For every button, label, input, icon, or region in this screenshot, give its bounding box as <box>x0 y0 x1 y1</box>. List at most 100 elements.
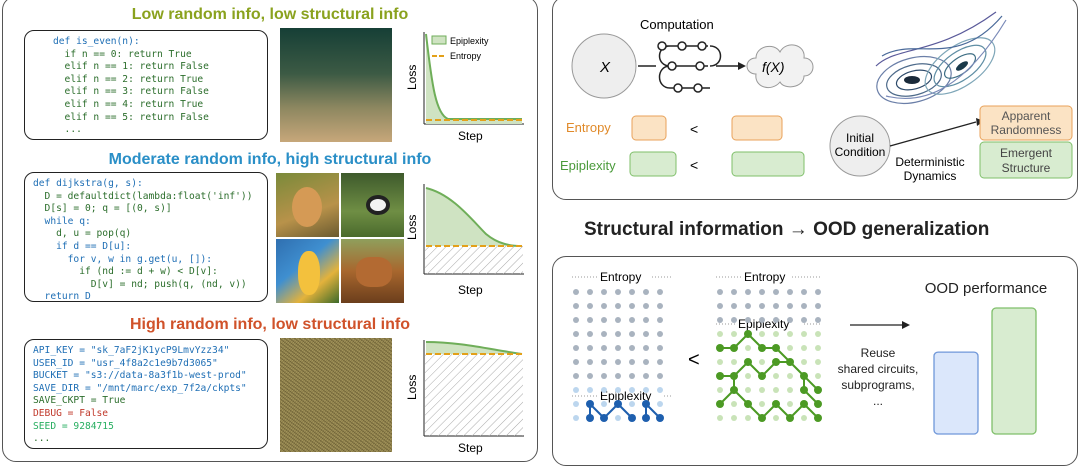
grid-dot <box>815 317 821 323</box>
grid-dot <box>657 345 663 351</box>
grid-dot <box>629 317 635 323</box>
grid-dot <box>717 415 723 421</box>
grid-dot <box>629 401 635 407</box>
grid-dot <box>657 387 663 393</box>
code-line: BUCKET = "s3://data-8a3f1b-west-prod" <box>33 370 247 382</box>
grid-dot <box>745 387 751 393</box>
grid-dot <box>601 345 607 351</box>
grid-dot <box>587 303 593 309</box>
grid-dot <box>573 373 579 379</box>
lorenz-attractor <box>875 11 1007 105</box>
code-line: ... <box>33 433 51 445</box>
epiplexity-box-large <box>731 151 805 177</box>
grid-dot <box>615 359 621 365</box>
grid-dot <box>787 331 793 337</box>
code-line: if n == 0: return True <box>53 48 192 60</box>
circuit-node <box>772 358 780 366</box>
grid-dot <box>615 373 621 379</box>
grid-dot <box>657 303 663 309</box>
grid-dot <box>801 289 807 295</box>
grid-dot <box>573 303 579 309</box>
grid-dot <box>815 303 821 309</box>
grid-dot <box>731 303 737 309</box>
code-line: SAVE_CKPT = True <box>33 395 126 407</box>
circuit-node <box>730 344 738 352</box>
entropy-box-small <box>631 115 667 141</box>
parrot-shape <box>298 251 320 295</box>
plot-ylabel: Loss <box>405 65 419 90</box>
grid-dot <box>731 289 737 295</box>
code-line: USER_ID = "usr_4f8a2c1e9b7d3065" <box>33 357 218 369</box>
grid-dot <box>643 303 649 309</box>
grid-dot <box>717 317 723 323</box>
entropy-box-large <box>731 115 783 141</box>
grid-dot <box>759 359 765 365</box>
grid-dot <box>573 415 579 421</box>
grid-dot <box>587 317 593 323</box>
code-line: elif n == 2: return True <box>53 73 204 85</box>
circuit-node <box>758 344 766 352</box>
grid-dot <box>759 289 765 295</box>
grid-dot <box>773 303 779 309</box>
section1-title: Low random info, low structural info <box>131 6 409 23</box>
reuse-line4: ... <box>872 394 883 408</box>
code-line: elif n == 3: return False <box>53 86 209 98</box>
epiplexity-label-left: Epiplexity <box>600 389 651 403</box>
less-than-bottom: < <box>688 349 700 371</box>
grid-dot <box>615 317 621 323</box>
circuit-node <box>628 414 636 422</box>
grid-dot <box>615 303 621 309</box>
circuit-node <box>716 344 724 352</box>
grid-dot <box>717 303 723 309</box>
grid-dot <box>573 387 579 393</box>
plot-ylabel: Loss <box>405 215 419 240</box>
grid-dot <box>601 289 607 295</box>
circuit-node <box>758 372 766 380</box>
grid-dot <box>815 373 821 379</box>
grid-dot <box>601 303 607 309</box>
fx-label: f(X) <box>762 59 785 75</box>
section1-code: def is_even(n): if n == 0: return True e… <box>24 30 268 140</box>
less-than: < <box>690 121 698 137</box>
grid-dot <box>773 415 779 421</box>
code-line: if (nd := d + w) < D[v]: <box>33 266 218 278</box>
grid-dot <box>629 359 635 365</box>
circuit-node <box>730 386 738 394</box>
section3-code: API_KEY = "sk_7aF2jK1ycP9LmvYzz34" USER_… <box>24 339 268 449</box>
grid-dot <box>745 289 751 295</box>
less-than: < <box>690 157 698 173</box>
grid-dot <box>717 359 723 365</box>
grid-dot <box>643 359 649 365</box>
grid-dot <box>657 373 663 379</box>
entropy-label-left: Entropy <box>600 270 641 284</box>
deterministic-line1: Deterministic <box>895 155 964 169</box>
grid-dot <box>643 373 649 379</box>
section3-title: High random info, low structural info <box>130 316 410 333</box>
reuse-line2: shared circuits, <box>837 362 919 376</box>
panda-shape <box>366 195 390 215</box>
plot-3: Step Loss <box>405 340 524 455</box>
code-line: D = defaultdict(lambda:float('inf')) <box>33 190 253 202</box>
grid-dot <box>731 359 737 365</box>
emergent-line1: Emergent <box>1000 146 1053 160</box>
code-line: def dijkstra(g, s): <box>33 178 143 189</box>
bottom-right-panel <box>552 256 1078 466</box>
grid-dot <box>759 401 765 407</box>
grid-dot <box>745 345 751 351</box>
grid-dot <box>773 331 779 337</box>
grid-dot <box>587 331 593 337</box>
computation-diagram: X Computation f(X) Entropy < Epiplexity … <box>560 17 814 177</box>
cow-shape <box>356 257 392 287</box>
grid-dot <box>587 359 593 365</box>
circuit-node <box>656 414 664 422</box>
circuit-node <box>730 372 738 380</box>
grid-dot <box>615 387 621 393</box>
circuit-node <box>772 400 780 408</box>
circuit-node <box>814 386 822 394</box>
circuit-node <box>716 372 724 380</box>
code-line: API_KEY = "sk_7aF2jK1ycP9LmvYzz34" <box>33 345 230 356</box>
grid-dot <box>773 289 779 295</box>
grid-dot <box>717 387 723 393</box>
grid-dot <box>745 373 751 379</box>
legend-epiplexity: Epiplexity <box>450 36 489 46</box>
